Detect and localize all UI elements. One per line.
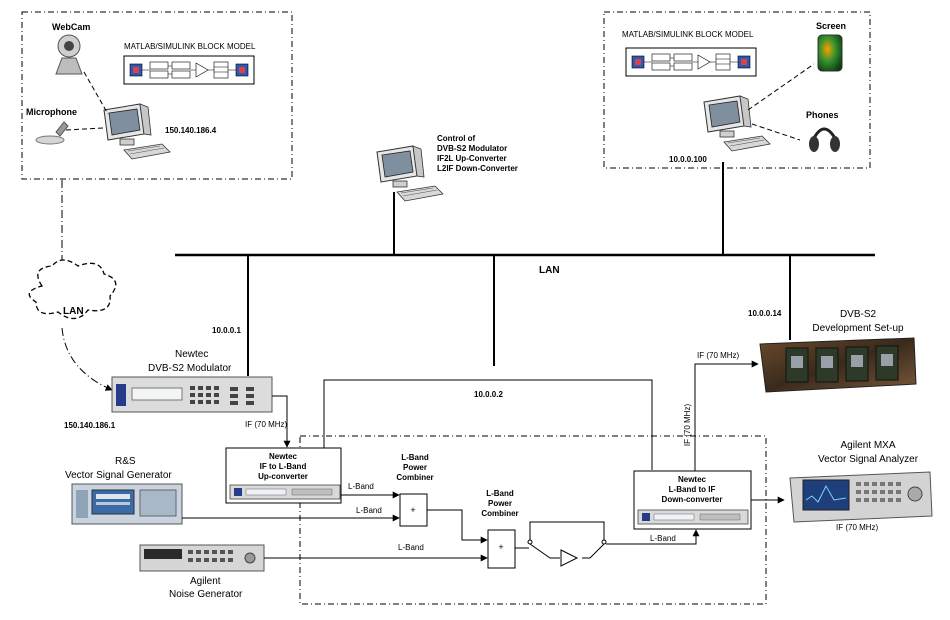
left-pc-icon [103,103,171,160]
wan-link-modulator [61,327,113,391]
combiner2-box [487,529,516,569]
combiner1-symbol: + [410,505,415,515]
vsg-caption-line-2: Vector Signal Generator [65,470,172,481]
headphones-icon [809,127,840,152]
upconverter-caption: Newtec IF to L-Band Up-converter [258,452,308,481]
combiner1-caption-line-1: L-Band [401,453,429,462]
control-pc-icon [376,145,444,202]
wan-cloud-label: LAN [63,306,84,317]
noise-caption-line-1: Agilent [190,576,221,587]
combiner1-box [399,493,428,527]
downconverter-to-devset-line [694,360,759,471]
combiner2-symbol: + [498,542,503,552]
modulator-lan-ip: 10.0.0.1 [212,326,241,335]
mxa-caption: Agilent MXA Vector Signal Analyzer [818,440,919,465]
modulator-if-label: IF (70 MHz) [245,420,288,429]
right-model-title: MATLAB/SIMULINK BLOCK MODEL [622,30,754,39]
microphone-icon [35,121,69,145]
devset-caption: DVB-S2 Development Set-up [812,309,904,334]
screen-label: Screen [816,21,846,31]
mxa-caption-line-1: Agilent MXA [840,440,895,451]
right-pc-ip: 10.0.0.100 [669,155,707,164]
combiner1-caption: L-Band Power Combiner [396,453,433,482]
control-pc-caption: Control of DVB-S2 Modulator IF2L Up-Conv… [437,134,518,173]
devset-if-label-vertical: IF (70 MHz) [683,404,692,447]
mxa-if-label: IF (70 MHz) [836,523,879,532]
downconverter-device [637,509,749,525]
downconverter-caption: Newtec L-Band to IF Down-converter [662,475,723,504]
devset-caption-line-1: DVB-S2 [840,309,877,320]
phones-label: Phones [806,110,839,120]
upconverter-caption-line-3: Up-converter [258,472,308,481]
downconverter-caption-line-3: Down-converter [662,495,723,504]
sspa-block [527,521,607,567]
upconverter-ip: 10.0.0.2 [474,390,503,399]
noise-caption-line-2: Noise Generator [169,589,243,600]
upconverter-lband-label: L-Band [348,482,374,491]
lan-bus-label: LAN [539,265,560,276]
right-workstation-group [603,11,871,169]
webcam-label: WebCam [52,22,90,32]
combiner2-caption-line-1: L-Band [486,489,514,498]
devset-if-label: IF (70 MHz) [697,351,740,360]
vsg-device [71,483,183,525]
downconverter-caption-line-2: L-Band to IF [669,485,716,494]
screen-icon [817,34,843,72]
upconverter-device [229,484,341,500]
modulator-caption-line-2: DVB-S2 Modulator [148,363,232,374]
left-workstation-group [21,11,293,180]
vsg-lband-label: L-Band [356,506,382,515]
combiner2-caption: L-Band Power Combiner [481,489,518,518]
control-caption-line-4: L2IF Down-Converter [437,164,518,173]
devset-board [759,337,917,393]
lan-control-link [323,379,653,470]
devset-caption-line-2: Development Set-up [812,323,904,334]
combiner2-caption-line-2: Power [488,499,512,508]
upconverter-caption-line-1: Newtec [269,452,298,461]
control-caption-line-3: IF2L Up-Converter [437,154,507,163]
noise-generator-device [139,544,265,572]
wan-cloud-icon [28,259,117,320]
vsg-caption-line-1: R&S [115,456,136,467]
microphone-label: Microphone [26,107,77,117]
noise-lband-label: L-Band [398,543,424,552]
right-pc-icon [703,95,771,152]
mxa-device [789,471,933,523]
ssp-lband-label: L-Band [650,534,676,543]
modulator-caption: Newtec DVB-S2 Modulator [148,349,232,374]
devset-ip: 10.0.0.14 [748,309,782,318]
right-simulink-model [625,47,757,77]
combiner1-caption-line-3: Combiner [396,473,433,482]
vsg-caption: R&S Vector Signal Generator [65,456,172,481]
modulator-wan-ip: 150.140.186.1 [64,421,116,430]
mxa-caption-line-2: Vector Signal Analyzer [818,454,919,465]
control-caption-line-2: DVB-S2 Modulator [437,144,507,153]
combiner2-caption-line-3: Combiner [481,509,518,518]
downconverter-caption-line-1: Newtec [678,475,707,484]
left-model-title: MATLAB/SIMULINK BLOCK MODEL [124,42,256,51]
ssp-to-downconverter-line [606,529,700,545]
modulator-device [111,376,273,413]
control-caption-line-1: Control of [437,134,476,143]
upconverter-caption-line-2: IF to L-Band [260,462,307,471]
combiner1-to-combiner2-line [427,509,488,544]
modulator-caption-line-1: Newtec [175,349,208,360]
left-pc-ip: 150.140.186.4 [165,126,217,135]
left-simulink-model [123,55,255,85]
webcam-icon [55,34,83,75]
combiner1-caption-line-2: Power [403,463,427,472]
noise-generator-caption: Agilent Noise Generator [169,576,243,600]
rf-chain-group [299,435,767,605]
modulator-to-upconverter-line [272,395,291,448]
